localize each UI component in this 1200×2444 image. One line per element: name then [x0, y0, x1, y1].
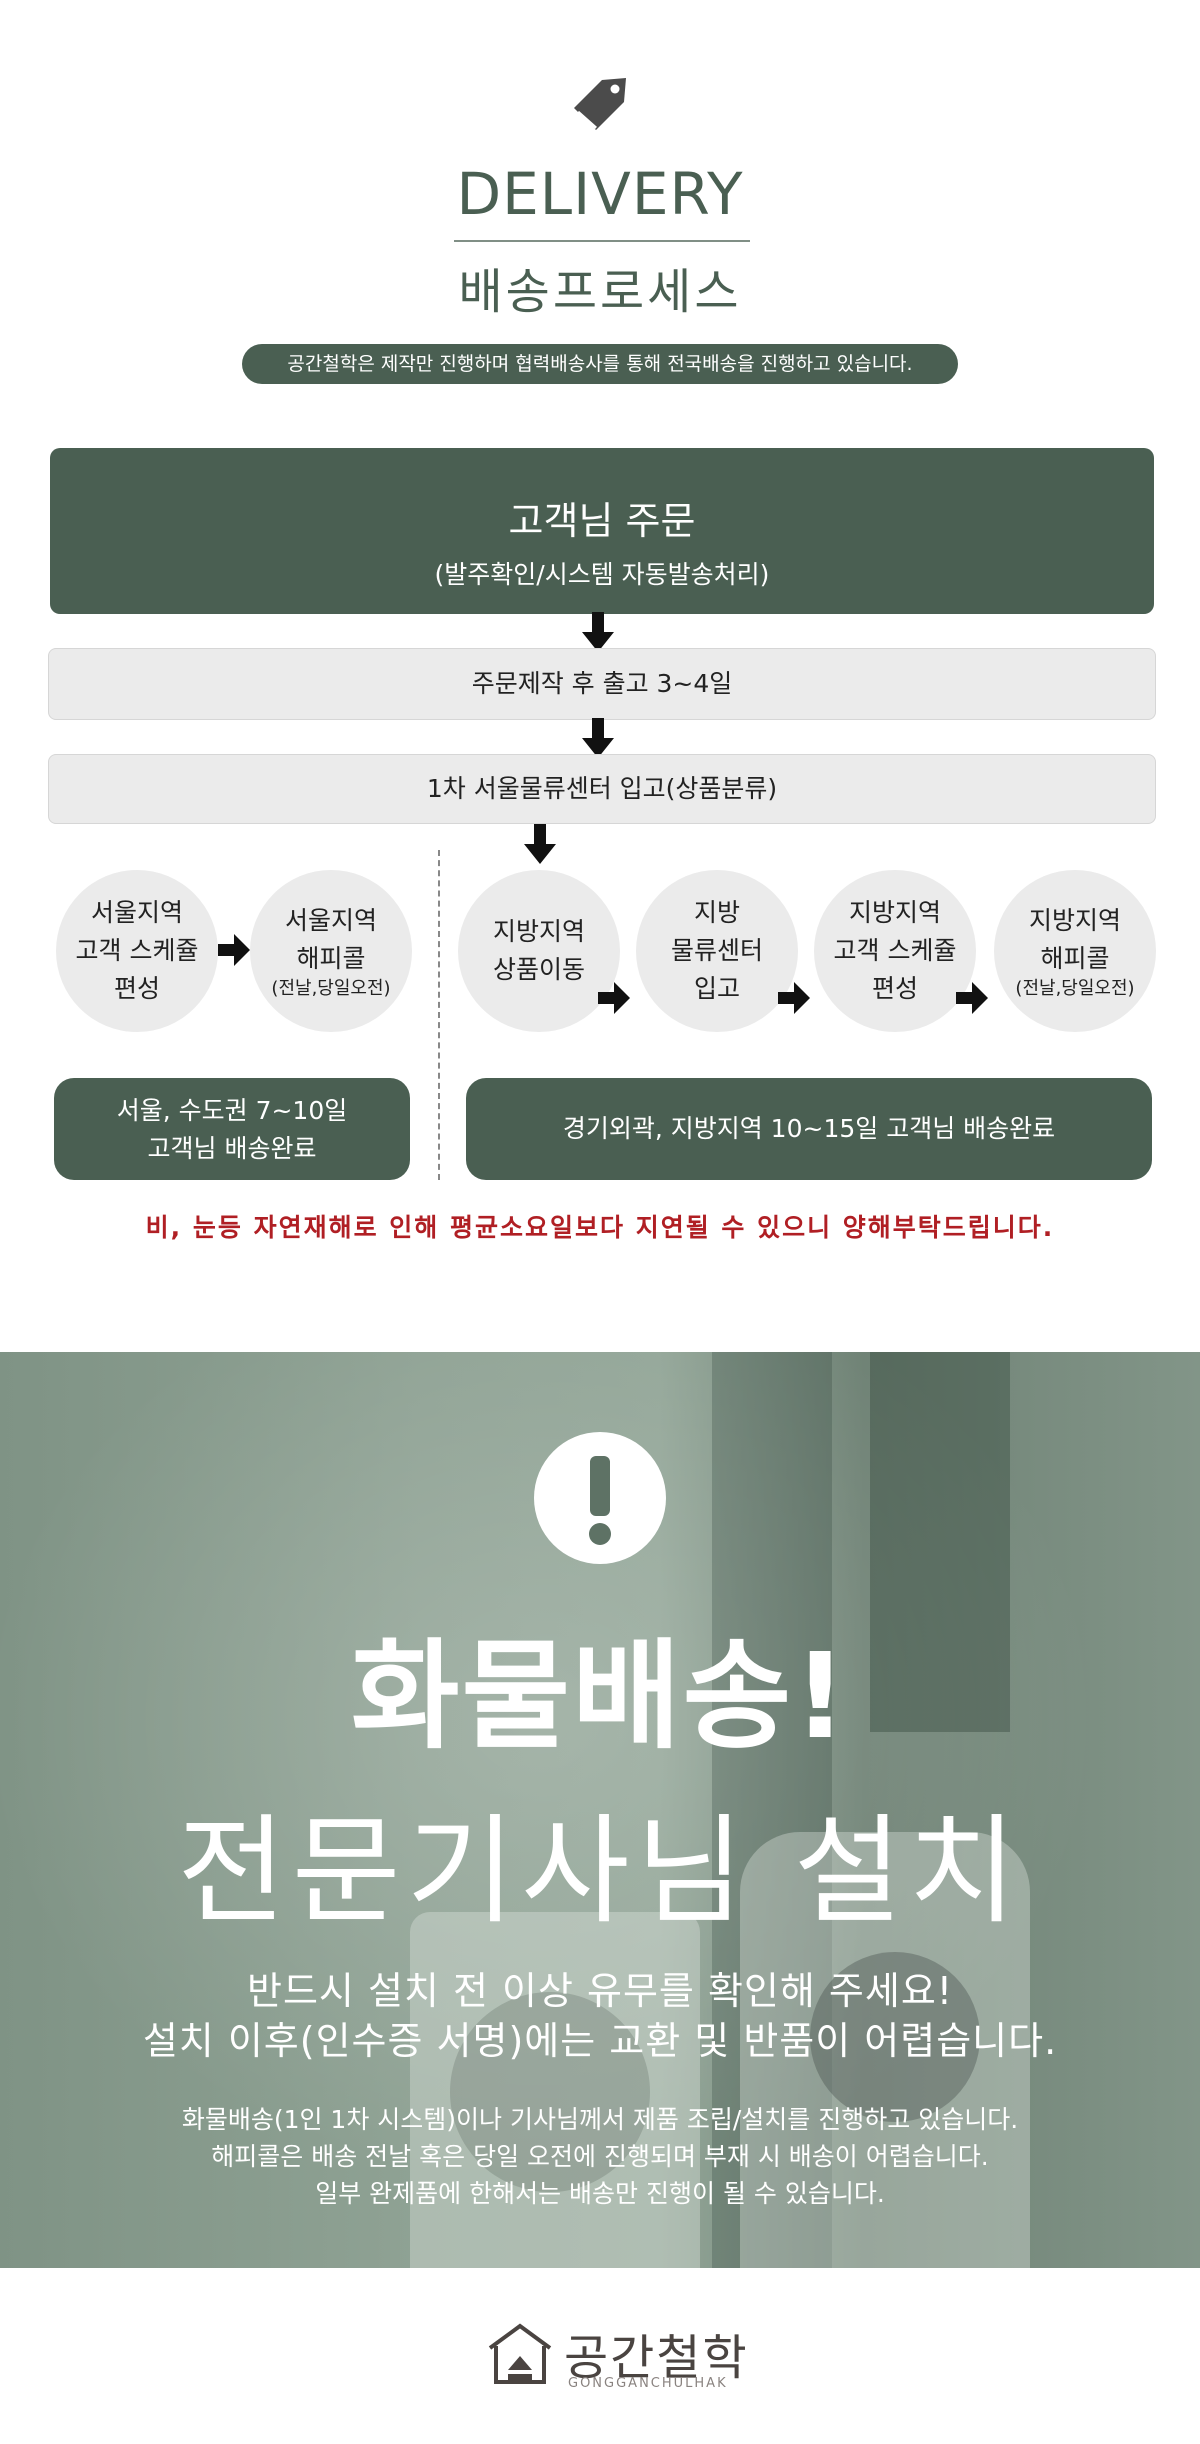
arrow-right-icon [956, 982, 988, 1014]
brand-logo-subtext: GONGGANCHULHAK [568, 2376, 728, 2391]
arrow-down-icon [582, 718, 614, 758]
arrow-right-icon [218, 934, 250, 966]
title-divider [454, 240, 750, 242]
exclamation-icon [534, 1432, 666, 1564]
step-order-title: 고객님 주문 [508, 499, 696, 543]
info-line: 화물배송(1인 1차 시스템)이나 기사님께서 제품 조립/설치를 진행하고 있… [181, 2105, 1019, 2134]
step-local-transfer: 지방지역 상품이동 [458, 870, 620, 1032]
step-note: (전날,당일오전) [271, 978, 391, 999]
step-label: 서울지역 해피콜 [284, 906, 377, 973]
step-local-happycall: 지방지역 해피콜 (전날,당일오전) [994, 870, 1156, 1032]
step-label: 지방지역 해피콜 [1028, 906, 1121, 973]
return-notice-line: 설치 이후(인수증 서명)에는 교환 및 반품이 어렵습니다. [142, 2019, 1058, 2063]
delay-warning: 비, 눈등 자연재해로 인해 평균소요일보다 지연될 수 있으니 양해부탁드립니… [145, 1213, 1055, 1242]
check-notice-line: 반드시 설치 전 이상 유무를 확인해 주세요! [246, 1969, 954, 2013]
arrow-right-icon [598, 982, 630, 1014]
step-local-schedule: 지방지역 고객 스케쥴 편성 [814, 870, 976, 1032]
cargo-delivery-heading: 화물배송! [350, 1627, 850, 1765]
step-order-subtitle: (발주확인/시스템 자동발송처리) [434, 560, 770, 589]
step-note: (전날,당일오전) [1015, 978, 1135, 999]
brand-logo-text: 공간철학 [564, 2330, 749, 2386]
arrow-down-icon [524, 824, 556, 864]
step-customer-order: 고객님 주문 (발주확인/시스템 자동발송처리) [50, 448, 1154, 614]
arrow-right-icon [778, 982, 810, 1014]
step-seoul-happycall: 서울지역 해피콜 (전날,당일오전) [250, 870, 412, 1032]
seoul-delivery-result: 서울, 수도권 7~10일 고객님 배송완료 [54, 1078, 410, 1180]
step-label: 지방지역 고객 스케쥴 편성 [833, 898, 957, 1003]
arrow-down-icon [582, 612, 614, 652]
installer-heading: 전문기사님 설치 [177, 1802, 1023, 1940]
step-seoul-schedule: 서울지역 고객 스케쥴 편성 [56, 870, 218, 1032]
step-logistics-center: 1차 서울물류센터 입고(상품분류) [48, 754, 1156, 824]
step-label: 지방지역 상품이동 [492, 917, 585, 984]
house-logo-icon [488, 2323, 552, 2384]
step-production: 주문제작 후 출고 3~4일 [48, 648, 1156, 720]
page-title: DELIVERY [456, 160, 744, 228]
step-label: 서울지역 고객 스케쥴 편성 [75, 898, 199, 1003]
info-line: 일부 완제품에 한해서는 배송만 진행이 될 수 있습니다. [315, 2179, 885, 2208]
info-line: 해피콜은 배송 전날 혹은 당일 오전에 진행되며 부재 시 배송이 어렵습니다… [211, 2142, 989, 2171]
notice-badge: 공간철학은 제작만 진행하며 협력배송사를 통해 전국배송을 진행하고 있습니다… [242, 344, 958, 384]
price-tag-icon [574, 78, 626, 130]
region-divider [438, 850, 440, 1180]
step-label: 지방 물류센터 입고 [670, 898, 763, 1003]
step-local-center: 지방 물류센터 입고 [636, 870, 798, 1032]
local-delivery-result: 경기외곽, 지방지역 10~15일 고객님 배송완료 [466, 1078, 1152, 1180]
page-subtitle: 배송프로세스 [458, 264, 742, 320]
